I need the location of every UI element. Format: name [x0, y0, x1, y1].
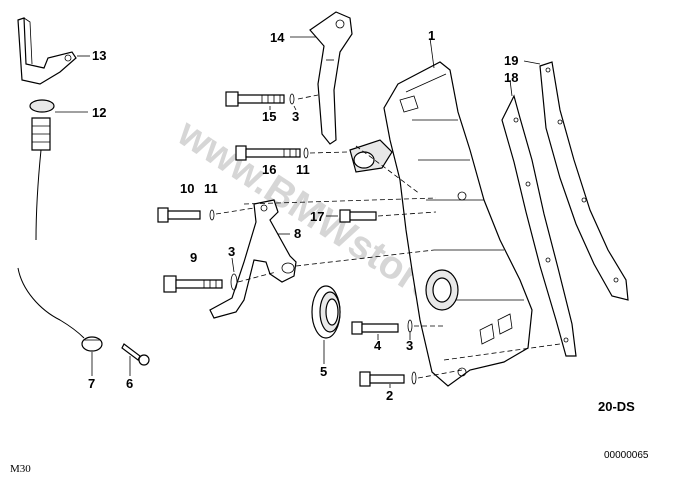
callout-17: 17 [310, 209, 324, 224]
sensor-7 [17, 267, 103, 352]
callout-1: 1 [428, 28, 435, 43]
model-label: M30 [10, 463, 31, 475]
washer-11-a [303, 147, 309, 159]
callout-13: 13 [92, 48, 106, 63]
callout-16: 16 [262, 162, 276, 177]
bolt-10 [157, 207, 201, 223]
callout-15: 15 [262, 109, 276, 124]
bolt-15 [225, 91, 285, 107]
callout-18: 18 [504, 70, 518, 85]
bracket-8 [209, 199, 297, 319]
callout-8: 8 [294, 226, 301, 241]
callout-12: 12 [92, 105, 106, 120]
callout-11-left: 11 [204, 181, 218, 196]
gasket-19 [539, 61, 629, 301]
washer-3-mid [230, 273, 238, 291]
callout-5: 5 [320, 364, 327, 379]
sensor-12 [29, 99, 55, 241]
callout-3-mid: 3 [228, 244, 235, 259]
callout-3-top: 3 [292, 109, 299, 124]
bolt-17 [339, 209, 377, 223]
callout-3-low: 3 [406, 338, 413, 353]
washer-3-top [289, 93, 295, 105]
callout-14: 14 [270, 30, 285, 45]
washer-3-low [407, 319, 413, 333]
callout-2: 2 [386, 388, 393, 403]
screw-6 [121, 343, 150, 366]
washer-11-b [209, 209, 215, 221]
callout-6: 6 [126, 376, 133, 391]
callout-19: 19 [504, 53, 518, 68]
bolt-2 [359, 371, 405, 387]
seal-5 [311, 285, 341, 339]
callout-7: 7 [88, 376, 95, 391]
callout-10: 10 [180, 181, 194, 196]
group-code: 20-DS [598, 399, 635, 414]
bracket-13 [17, 17, 77, 85]
bolt-9 [163, 275, 223, 293]
callout-9: 9 [190, 250, 197, 265]
callout-11-right: 11 [296, 162, 310, 177]
bolt-16 [235, 145, 301, 161]
bolt-4 [351, 321, 399, 335]
callout-4: 4 [374, 338, 382, 353]
timing-cover-1 [349, 61, 533, 387]
washer-2 [411, 371, 417, 385]
image-number: 00000065 [604, 450, 649, 461]
bracket-14 [309, 11, 353, 145]
gasket-18 [501, 94, 577, 357]
